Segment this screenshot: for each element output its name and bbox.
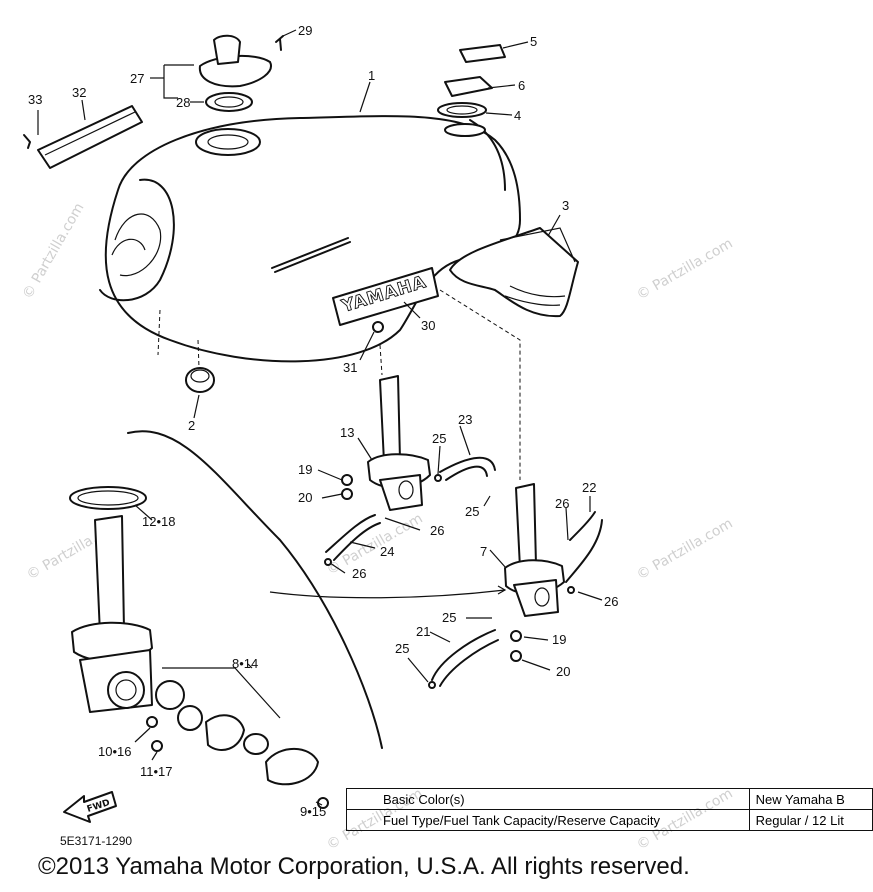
- tank-grommet: [185, 367, 215, 393]
- watermark: © Partzilla.com: [20, 200, 88, 302]
- spec-table: Basic Color(s) New Yamaha B Fuel Type/Fu…: [346, 788, 873, 831]
- part-label-7: 7: [480, 544, 487, 559]
- part-label-28: 28: [176, 95, 190, 110]
- spec-value-fuel: Regular / 12 Lit: [748, 809, 873, 831]
- part-labels: 29 5 27 1 6 4 33 32 28 3 30 2 31 13 23 2…: [28, 23, 618, 848]
- fuel-cock-lower: [504, 483, 565, 617]
- spec-label-color: Basic Color(s): [346, 788, 750, 810]
- part-label-3: 3: [562, 198, 569, 213]
- drawing-number: 5E3171-1290: [60, 834, 132, 848]
- part-label-11-17: 11•17: [140, 764, 173, 779]
- part-label-1: 1: [368, 68, 375, 83]
- part-label-24: 24: [380, 544, 394, 559]
- fuel-cock-upper: [367, 375, 431, 511]
- tank-pad: [23, 105, 143, 169]
- part-label-20-a: 20: [298, 490, 312, 505]
- part-label-27: 27: [130, 71, 144, 86]
- spec-row-fuel: Fuel Type/Fuel Tank Capacity/Reserve Cap…: [346, 809, 873, 831]
- spec-value-color: New Yamaha B: [748, 788, 873, 810]
- watermark: © Partzilla.com: [634, 516, 736, 584]
- part-label-20-b: 20: [556, 664, 570, 679]
- spec-row-color: Basic Color(s) New Yamaha B: [346, 788, 873, 810]
- part-label-25-b: 25: [465, 504, 479, 519]
- part-label-32: 32: [72, 85, 86, 100]
- part-label-6: 6: [518, 78, 525, 93]
- filler-cap-assembly: [198, 34, 284, 112]
- part-label-19-b: 19: [552, 632, 566, 647]
- part-label-2: 2: [188, 418, 195, 433]
- copyright-notice: ©2013 Yamaha Motor Corporation, U.S.A. A…: [38, 853, 690, 880]
- watermark: © Partzilla.com: [634, 236, 736, 304]
- part-label-5: 5: [530, 34, 537, 49]
- part-label-8-14: 8•14: [232, 656, 258, 671]
- part-label-9-15: 9•15: [300, 804, 326, 819]
- detail-fuel-cock: [69, 486, 329, 809]
- part-label-23: 23: [458, 412, 472, 427]
- watermark: © Partzilla.com: [324, 511, 426, 579]
- part-label-26-a: 26: [430, 523, 444, 538]
- detail-inset-boundary: [127, 430, 507, 749]
- part-label-25-d: 25: [395, 641, 409, 656]
- part-label-30: 30: [421, 318, 435, 333]
- part-label-26-b: 26: [555, 496, 569, 511]
- part-label-26-d: 26: [604, 594, 618, 609]
- rear-cushion: [449, 227, 579, 318]
- part-label-29: 29: [298, 23, 312, 38]
- part-label-25-a: 25: [432, 431, 446, 446]
- part-label-22: 22: [582, 480, 596, 495]
- part-label-31: 31: [343, 360, 357, 375]
- part-label-12-18: 12•18: [142, 514, 175, 529]
- part-label-19-a: 19: [298, 462, 312, 477]
- fuel-hoses: [325, 456, 603, 687]
- part-label-21: 21: [416, 624, 430, 639]
- part-label-33: 33: [28, 92, 42, 107]
- leader-lines: [37, 29, 603, 806]
- forward-arrow: FWD: [63, 791, 117, 823]
- part-label-26-c: 26: [352, 566, 366, 581]
- spec-label-fuel: Fuel Type/Fuel Tank Capacity/Reserve Cap…: [346, 809, 750, 831]
- fuel-tank: [99, 115, 521, 363]
- filler-cover-parts: [437, 44, 506, 118]
- guide-lines: [157, 289, 521, 480]
- part-label-13: 13: [340, 425, 354, 440]
- part-label-4: 4: [514, 108, 521, 123]
- fasteners: [324, 321, 575, 689]
- part-label-25-c: 25: [442, 610, 456, 625]
- part-label-10-16: 10•16: [98, 744, 131, 759]
